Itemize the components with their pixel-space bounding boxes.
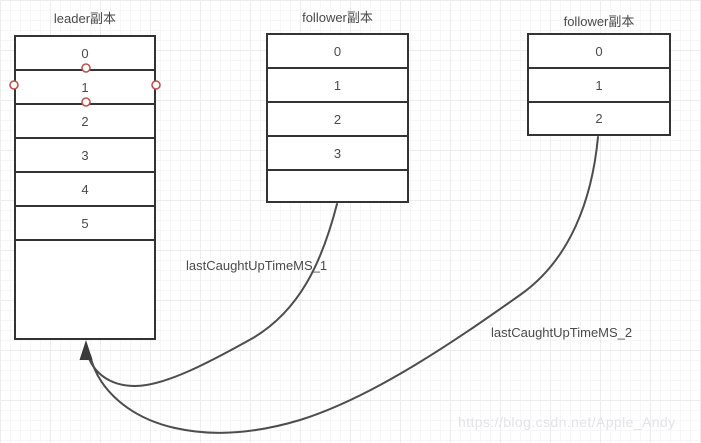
log-entry-cell: 4 [16,173,154,207]
log-entry-cell: 1 [529,69,669,103]
log-entry-cell: 2 [16,105,154,139]
log-entry-cell: 0 [529,35,669,69]
log-entry-cell: 5 [16,207,154,241]
follower2-replica-title: follower副本 [563,14,635,29]
edge-label-2: lastCaughtUpTimeMS_2 [491,325,633,340]
arrowhead-icon [79,340,93,360]
log-entry-cell: 0 [268,35,407,69]
edge-label-1: lastCaughtUpTimeMS_1 [186,258,328,273]
leader-replica-title: leader副本 [53,11,117,26]
log-entry-cell: 1 [268,69,407,103]
follower1-replica-title: follower副本 [302,10,373,25]
log-entry-cell: 2 [268,103,407,137]
log-entry-cell: 0 [16,37,154,71]
follower2-replica-box: 0 1 2 [527,33,671,136]
log-entry-cell: 3 [268,137,407,171]
log-empty-cell [268,171,407,201]
watermark-text: https://blog.csdn.net/Apple_Andy [458,414,676,430]
log-entry-cell: 3 [16,139,154,173]
follower1-replica-box: 0 1 2 3 [266,33,409,203]
leader-replica-box: 0 1 2 3 4 5 [14,35,156,340]
log-entry-cell: 2 [595,111,603,126]
log-empty-cell [16,241,154,338]
log-entry-cell: 1 [16,71,154,105]
